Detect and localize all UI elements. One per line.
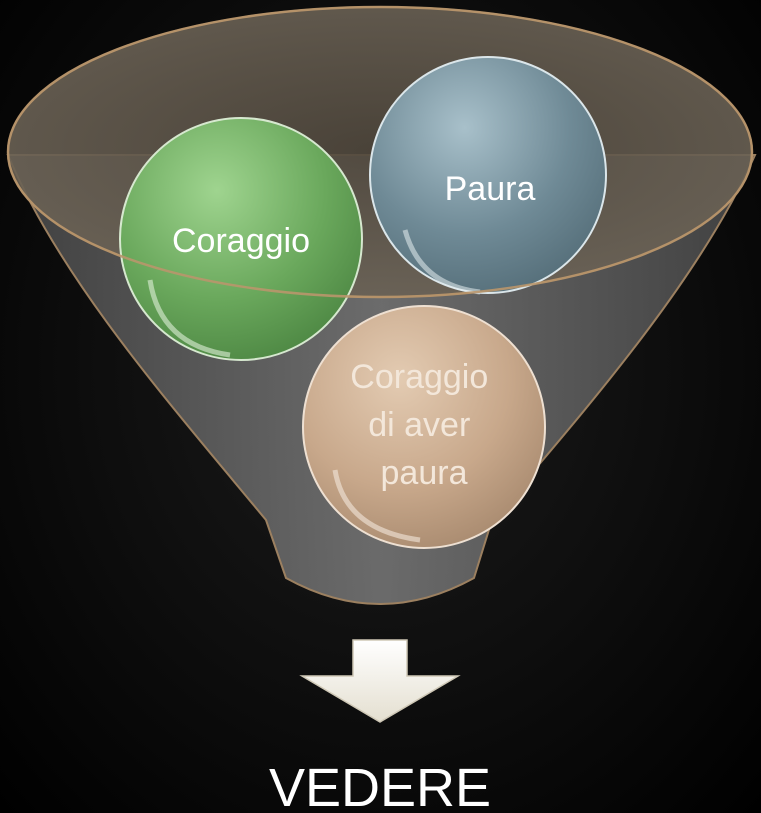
circle-label-coraggio-di-aver-paura-line-3: paura xyxy=(381,454,468,492)
circle-coraggio-di-aver-paura: Coraggio di aver paura xyxy=(302,305,546,549)
funnel-rim-edge xyxy=(6,5,754,299)
circle-label-paura-line-1: Paura xyxy=(445,170,536,208)
circle-coraggio: Coraggio xyxy=(119,117,363,361)
circle-label-coraggio-di-aver-paura-line-1: Coraggio xyxy=(350,358,488,396)
circle-label-paura: Paura xyxy=(445,170,536,208)
circle-label-coraggio: Coraggio xyxy=(172,222,310,260)
arrow-down-icon xyxy=(299,639,461,723)
circle-label-coraggio-di-aver-paura: Coraggio di aver paura xyxy=(350,358,497,492)
circle-label-coraggio-line-1: Coraggio xyxy=(172,222,310,260)
circle-label-coraggio-di-aver-paura-line-2: di aver xyxy=(368,406,470,444)
circle-paura: Paura xyxy=(369,56,607,295)
result-label: VEDERE xyxy=(269,758,491,813)
